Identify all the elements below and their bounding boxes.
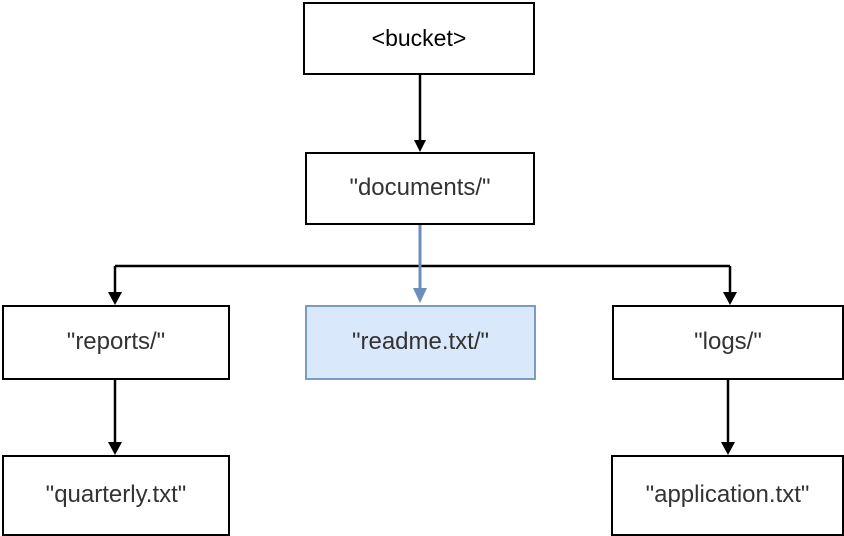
node-reports[interactable]: "reports/" (2, 305, 230, 380)
node-documents[interactable]: "documents/" (305, 152, 535, 225)
edge-documents-to-logs (723, 266, 737, 305)
node-logs-label: "logs/" (694, 328, 762, 356)
edge-documents-to-readme (413, 225, 427, 303)
edge-documents-to-reports (108, 266, 122, 305)
node-application[interactable]: "application.txt" (611, 455, 844, 536)
node-bucket[interactable]: <bucket> (303, 2, 535, 75)
node-bucket-label: <bucket> (371, 24, 467, 51)
node-readme-label: "readme.txt/" (351, 328, 490, 356)
node-quarterly[interactable]: "quarterly.txt" (2, 455, 230, 536)
node-documents-label: "documents/" (349, 174, 491, 202)
node-logs[interactable]: "logs/" (612, 305, 844, 380)
node-quarterly-label: "quarterly.txt" (45, 481, 187, 509)
node-application-label: "application.txt" (645, 481, 810, 509)
edge-logs-to-application (721, 380, 735, 455)
edge-bucket-to-documents (414, 75, 426, 152)
node-readme[interactable]: "readme.txt/" (305, 305, 536, 380)
edge-reports-to-quarterly (108, 380, 122, 455)
node-reports-label: "reports/" (66, 328, 166, 356)
